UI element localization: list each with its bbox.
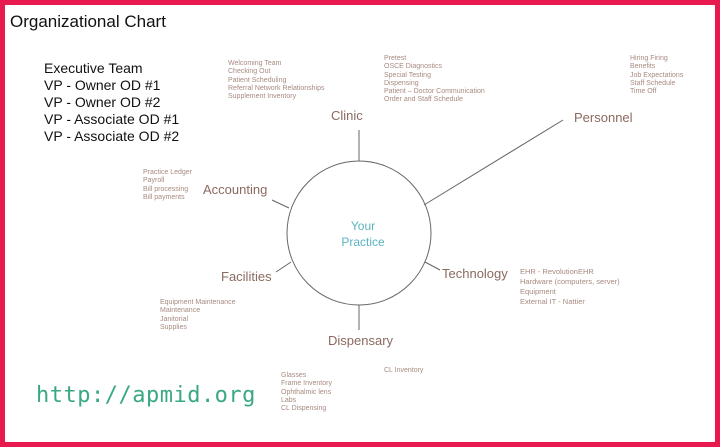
list-item: Practice Ledger <box>143 169 193 176</box>
executive-team-member: VP - Owner OD #2 <box>44 94 161 110</box>
connector-personnel <box>423 119 564 206</box>
connector-facilities <box>275 261 292 273</box>
list-item: Bill processing <box>143 185 189 193</box>
list-item: Job Expectations <box>630 71 684 79</box>
list-item: Time Off <box>630 88 657 96</box>
technology-items: EHR - RevolutionEHR Hardware (computers,… <box>520 267 620 307</box>
list-item: Pretest <box>384 55 407 62</box>
list-item: Janitorial <box>160 315 189 323</box>
dispensary-items-right: CL Inventory <box>384 367 423 375</box>
page-title: Organizational Chart <box>10 12 166 31</box>
list-item: Ophthalmic lens <box>281 388 332 396</box>
list-item: External IT - Nattier <box>520 297 585 306</box>
list-item: Payroll <box>143 177 165 185</box>
list-item: Hiring Firing <box>630 55 668 62</box>
list-item: Maintenance <box>160 307 201 315</box>
list-item: Dispensing <box>384 79 419 87</box>
node-clinic: Clinic <box>331 108 363 123</box>
node-facilities: Facilities <box>221 269 272 284</box>
watermark-url: http://apmid.org <box>36 383 256 408</box>
connector-accounting <box>271 199 290 209</box>
node-accounting: Accounting <box>203 182 268 197</box>
list-item: Frame Inventory <box>281 380 332 388</box>
facilities-items: Equipment Maintenance Maintenance Janito… <box>160 299 236 332</box>
list-item: Glasses <box>281 372 307 379</box>
center-node-your-practice: Your Practice <box>318 218 408 250</box>
list-item: Labs <box>281 396 297 404</box>
list-item: Staff Schedule <box>630 79 676 87</box>
list-item: CL Inventory <box>384 367 424 374</box>
clinic-items-left: Welcoming Team Checking Out Patient Sche… <box>228 60 324 101</box>
list-item: Checking Out <box>228 68 271 76</box>
node-technology: Technology <box>442 266 508 281</box>
list-item: Welcoming Team <box>228 60 282 67</box>
executive-team-member: VP - Associate OD #2 <box>44 128 180 144</box>
dispensary-items: Glasses Frame Inventory Ophthalmic lens … <box>281 372 332 413</box>
clinic-items-right: Pretest OSCE Diagnostics Special Testing… <box>384 55 485 105</box>
list-item: Benefits <box>630 63 656 71</box>
list-item: OSCE Diagnostics <box>384 63 442 71</box>
list-item: Order and Staff Schedule <box>384 96 463 104</box>
connector-technology <box>424 261 441 271</box>
list-item: Special Testing <box>384 71 431 79</box>
center-label-line2: Practice <box>341 235 385 249</box>
list-item: Supplement Inventory <box>228 93 297 101</box>
list-item: Patient – Doctor Communication <box>384 88 485 96</box>
executive-team-heading: Executive Team <box>44 60 143 76</box>
node-personnel: Personnel <box>574 110 633 125</box>
executive-team-member: VP - Associate OD #1 <box>44 111 180 127</box>
list-item: Equipment Maintenance <box>160 299 236 306</box>
executive-team-member: VP - Owner OD #1 <box>44 77 161 93</box>
center-label-line1: Your <box>350 219 376 233</box>
list-item: Equipment <box>520 287 556 296</box>
list-item: Hardware (computers, server) <box>520 277 620 286</box>
list-item: Patient Scheduling <box>228 76 287 84</box>
executive-team-list: Executive Team VP - Owner OD #1 VP - Own… <box>44 60 179 145</box>
list-item: Referral Network Relationships <box>228 84 325 92</box>
list-item: Supplies <box>160 323 187 331</box>
list-item: EHR - RevolutionEHR <box>520 267 594 276</box>
list-item: CL Dispensing <box>281 405 327 413</box>
node-dispensary: Dispensary <box>328 333 394 348</box>
accounting-items: Practice Ledger Payroll Bill processing … <box>143 169 192 202</box>
list-item: Bill payments <box>143 193 185 201</box>
personnel-items: Hiring Firing Benefits Job Expectations … <box>630 55 683 96</box>
